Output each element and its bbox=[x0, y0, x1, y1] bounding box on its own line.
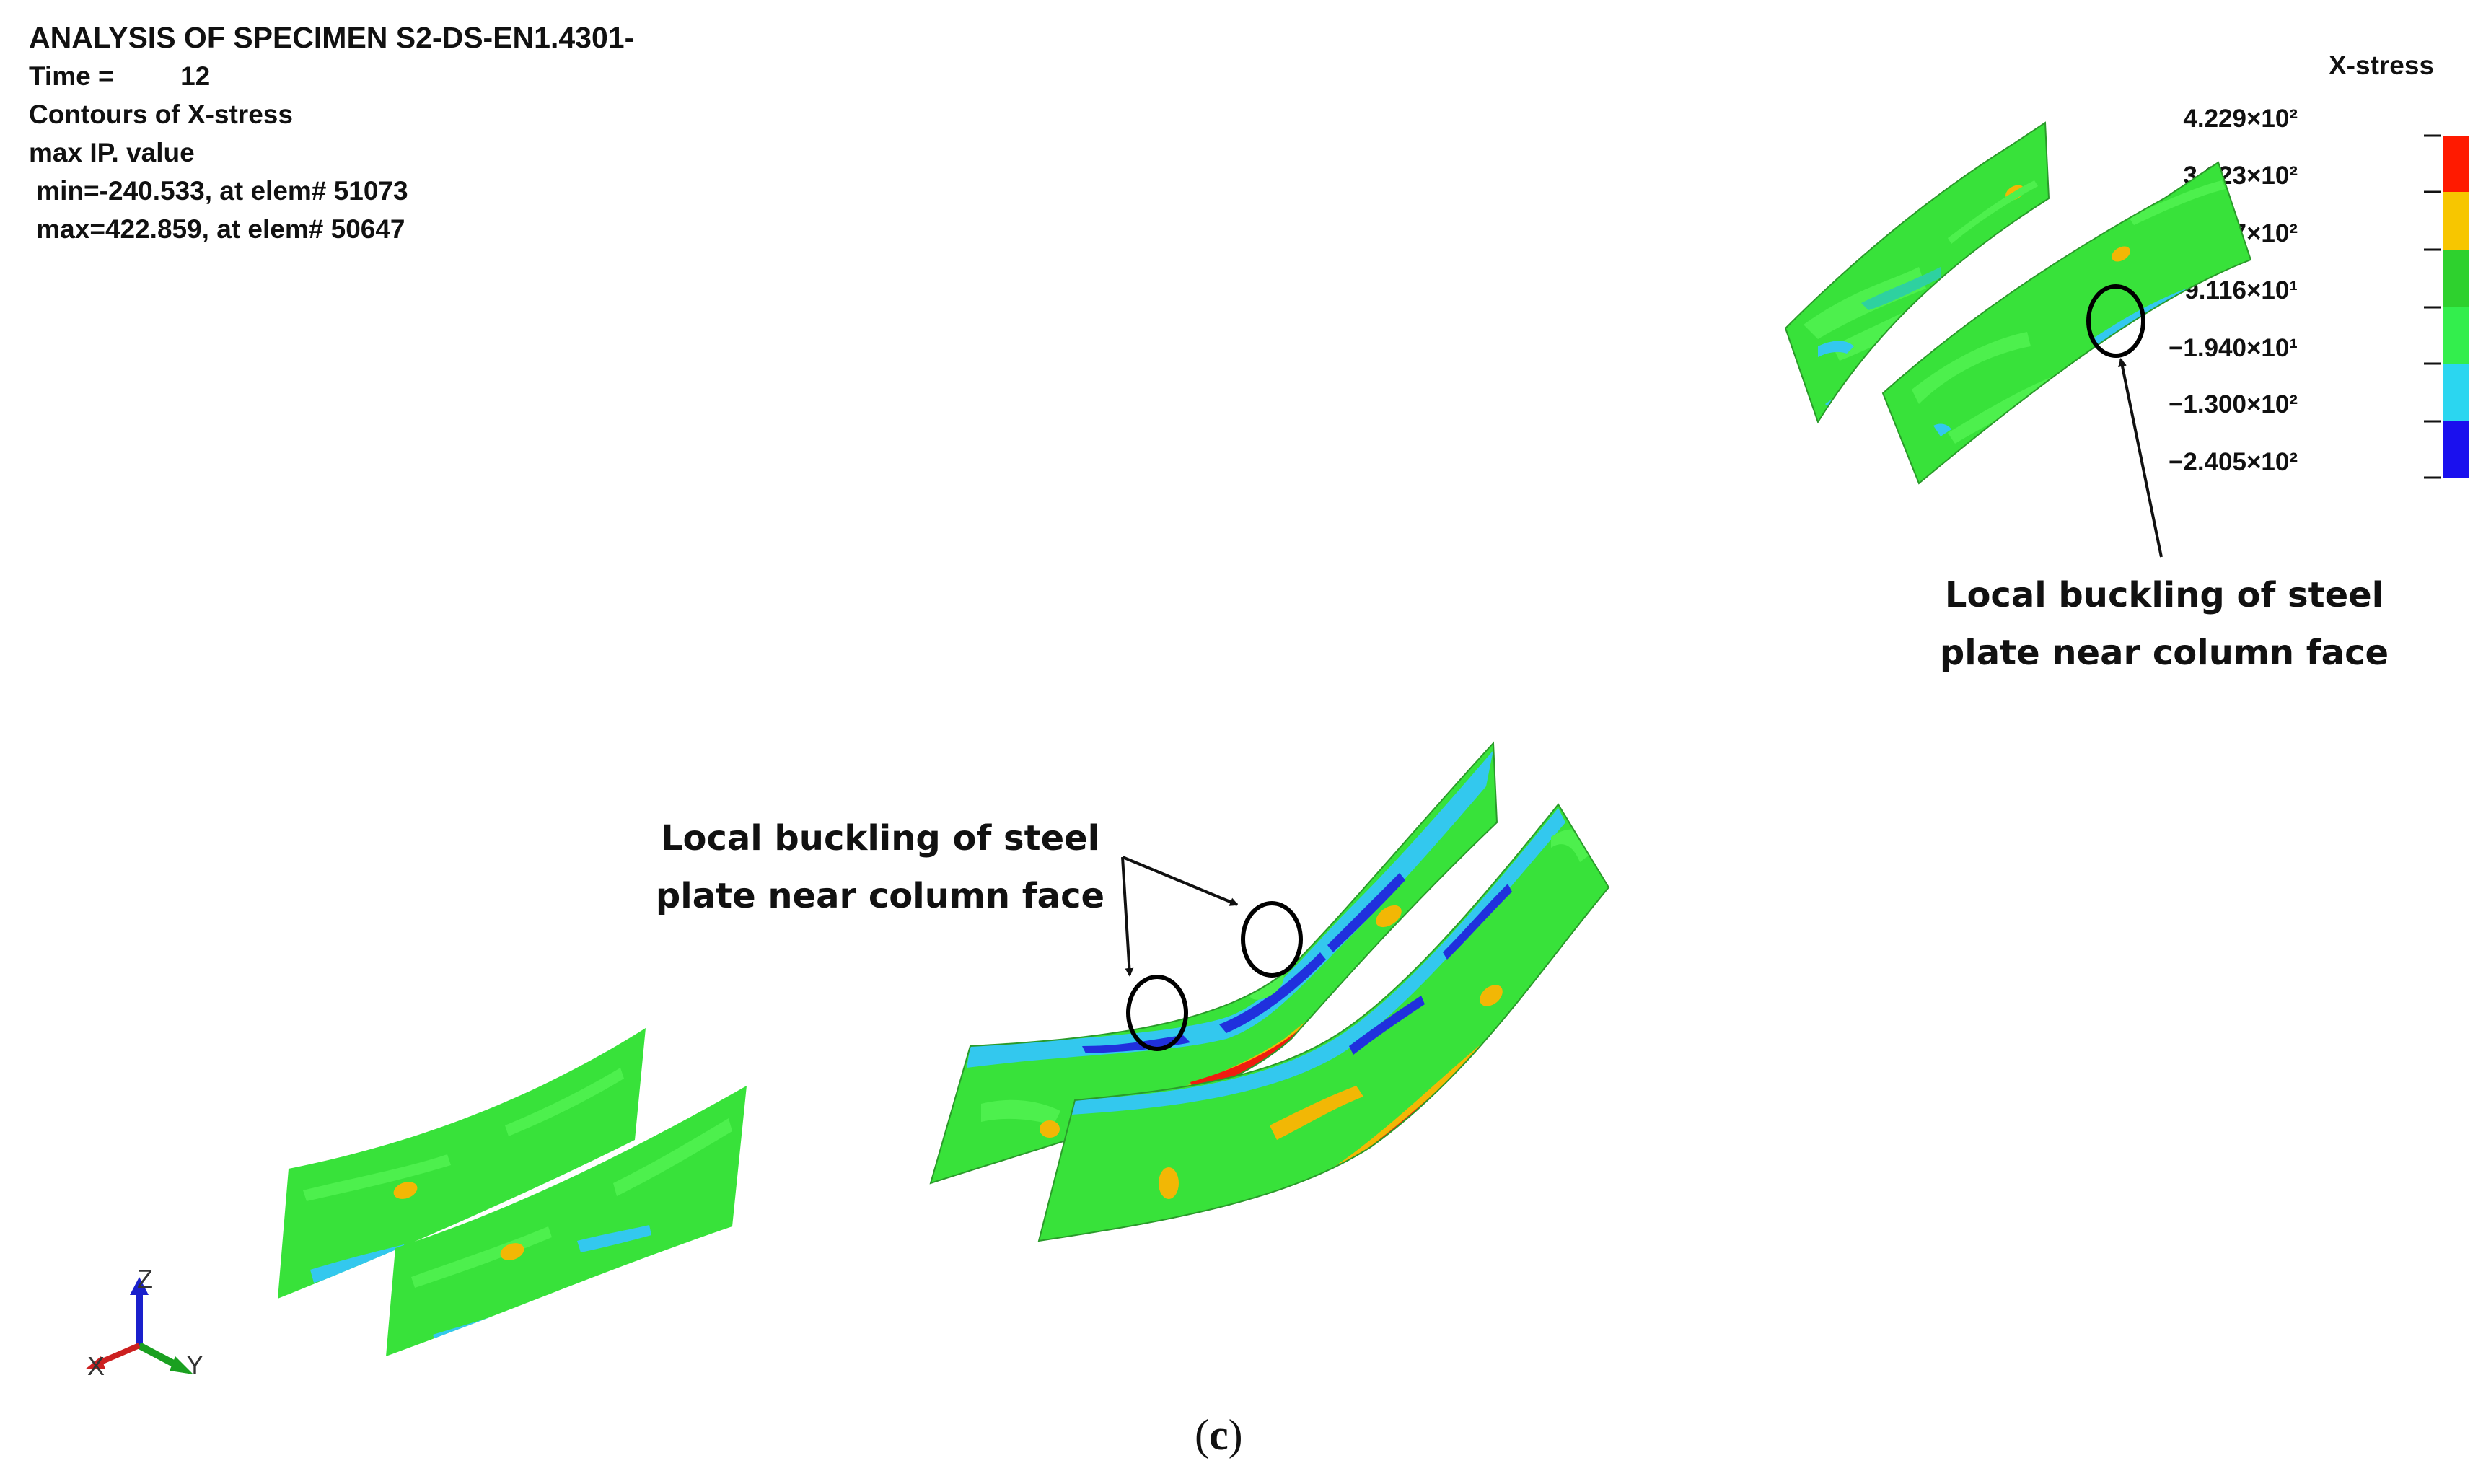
annotation-line: Local buckling of steel bbox=[660, 818, 1100, 859]
time-line: Time = 12 bbox=[29, 61, 211, 91]
analysis-title: ANALYSIS OF SPECIMEN S2-DS-EN1.4301- bbox=[29, 21, 635, 54]
min-value-line: min=-240.533, at elem# 51073 bbox=[29, 176, 408, 206]
lower-left-plate-1 bbox=[278, 1028, 646, 1299]
legend-label: −2.405×10² bbox=[2168, 448, 2298, 476]
z-axis-label: Z bbox=[137, 1264, 153, 1294]
legend-label: 4.229×10² bbox=[2183, 105, 2298, 133]
annotation-line: plate near column face bbox=[655, 876, 1105, 916]
y-axis-label: Y bbox=[186, 1350, 203, 1379]
caption-close: ) bbox=[1228, 1411, 1243, 1459]
annotation-arrow bbox=[1122, 856, 1239, 906]
max-value-line: max=422.859, at elem# 50647 bbox=[29, 214, 405, 244]
legend-label: −1.940×10¹ bbox=[2168, 334, 2298, 362]
legend-label: −1.300×10² bbox=[2168, 390, 2298, 418]
buckling-highlight-circle bbox=[2086, 284, 2145, 358]
annotation-upper-right: Local buckling of steel plate near colum… bbox=[1905, 566, 2424, 682]
buckling-highlight-circle bbox=[1126, 975, 1188, 1051]
annotation-line: Local buckling of steel bbox=[1944, 575, 2384, 615]
annotation-arrow bbox=[1121, 856, 1134, 977]
legend-title: X-stress bbox=[2329, 51, 2435, 80]
contours-line: Contours of X-stress bbox=[29, 100, 293, 129]
coordinate-triad: Z X Y bbox=[85, 1264, 203, 1381]
annotation-arrow bbox=[2118, 358, 2163, 558]
x-axis-label: X bbox=[87, 1351, 105, 1381]
analysis-header: ANALYSIS OF SPECIMEN S2-DS-EN1.4301- Tim… bbox=[29, 19, 634, 248]
figure-caption: (c) bbox=[1195, 1410, 1243, 1460]
value-type-line: max IP. value bbox=[29, 138, 195, 167]
caption-letter: c bbox=[1208, 1411, 1229, 1459]
buckling-highlight-circle bbox=[1241, 901, 1303, 978]
annotation-line: plate near column face bbox=[1939, 633, 2389, 673]
annotation-center: Local buckling of steel plate near colum… bbox=[620, 809, 1140, 925]
legend-color-bar bbox=[2424, 134, 2469, 479]
caption-open: ( bbox=[1195, 1411, 1209, 1459]
